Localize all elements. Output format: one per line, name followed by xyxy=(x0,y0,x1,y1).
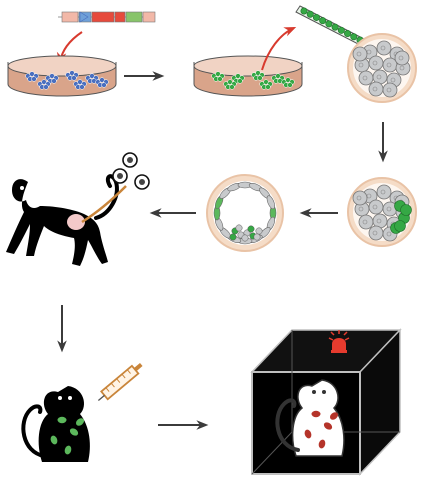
blastomere xyxy=(382,82,398,98)
eye xyxy=(68,396,72,400)
transgenic-cell xyxy=(400,204,412,216)
lamp-ray xyxy=(330,331,335,336)
monkey-icon xyxy=(21,386,90,462)
transgenic-cell xyxy=(394,220,406,232)
uterus-target xyxy=(67,214,85,230)
plasmid-segment xyxy=(125,11,143,23)
cell xyxy=(51,78,57,84)
inner-cell-mass xyxy=(235,224,243,232)
dish-rim xyxy=(7,55,117,77)
injected-cell xyxy=(337,26,345,34)
eye xyxy=(312,390,316,394)
blastomere xyxy=(352,46,368,62)
blastomere xyxy=(376,184,392,200)
blastomere xyxy=(394,50,410,66)
blastomere xyxy=(382,57,398,73)
eye xyxy=(322,390,326,394)
plasmid-segment xyxy=(114,11,126,23)
injected-cell xyxy=(344,30,352,38)
marker-patch xyxy=(311,410,321,418)
marker-patch xyxy=(57,416,67,424)
cell xyxy=(71,75,77,81)
eye xyxy=(20,186,24,190)
syringe-plunger xyxy=(133,362,143,372)
plasmid-segment xyxy=(61,11,79,23)
cell xyxy=(237,78,243,84)
lamp-ray xyxy=(344,337,350,341)
blastocyst-icon xyxy=(206,174,284,252)
plasmid-segment xyxy=(142,11,156,23)
eye xyxy=(58,396,62,400)
marker-patch xyxy=(69,428,79,436)
inner-cell-mass xyxy=(229,233,237,241)
injected-cell xyxy=(300,7,308,15)
lamp-ray xyxy=(328,337,334,341)
blastomere xyxy=(376,40,392,56)
inner-cell-mass xyxy=(253,233,261,241)
cell xyxy=(265,84,271,90)
imaging-box-icon xyxy=(250,328,402,476)
inner-cell-mass xyxy=(255,227,263,235)
marker-patch xyxy=(329,412,339,420)
marker-patch xyxy=(64,445,72,455)
blastomere xyxy=(368,199,384,215)
injected-cell xyxy=(325,20,333,28)
lamp-ray xyxy=(343,331,348,336)
embryo-icon xyxy=(347,33,417,103)
blastomere xyxy=(358,214,374,230)
petri-dish-icon xyxy=(193,55,303,97)
inner-cell-mass xyxy=(247,225,255,233)
injected-cell xyxy=(319,17,327,25)
syringe-needle xyxy=(97,394,105,402)
cell-pickup-arrow xyxy=(261,27,297,71)
blastomere xyxy=(368,81,384,97)
cell xyxy=(257,75,263,81)
injected-cell xyxy=(331,23,339,31)
marker-patch xyxy=(304,429,312,439)
marker-patch xyxy=(318,439,326,449)
monkey-icon xyxy=(6,152,150,266)
cell xyxy=(31,76,37,82)
injected-cell xyxy=(306,10,314,18)
syringe-icon xyxy=(97,362,143,402)
micropipette-icon xyxy=(295,5,367,47)
plasmid-segment xyxy=(91,11,115,23)
marker-patch xyxy=(323,422,333,430)
lamp-icon xyxy=(332,338,346,350)
monkey-tail xyxy=(21,404,46,458)
transfer-catheter xyxy=(81,185,127,224)
blastomere xyxy=(358,70,374,86)
cell xyxy=(217,76,223,82)
dish-rim xyxy=(193,55,303,77)
injected-cell xyxy=(312,13,320,21)
inner-cell-mass xyxy=(241,234,249,242)
blastomere xyxy=(352,190,368,206)
cell xyxy=(101,82,107,88)
blastomere xyxy=(368,225,384,241)
cell xyxy=(229,84,235,90)
plasmid-icon xyxy=(58,11,156,23)
monkey-tail xyxy=(275,398,300,452)
petri-dish-icon xyxy=(7,55,117,97)
injected-cell xyxy=(350,33,358,41)
offspring-body xyxy=(38,386,90,462)
marker-patch xyxy=(75,418,85,426)
cell xyxy=(43,84,49,90)
cell xyxy=(287,82,293,88)
embryo-icon xyxy=(347,177,417,247)
trophectoderm-cell xyxy=(266,195,276,210)
surrogate-body xyxy=(6,179,108,266)
cell xyxy=(79,84,85,90)
marker-patch xyxy=(50,435,58,445)
blastomere xyxy=(368,55,384,71)
imaged-monkey-body xyxy=(291,379,345,457)
promoter-arrow xyxy=(79,11,89,23)
